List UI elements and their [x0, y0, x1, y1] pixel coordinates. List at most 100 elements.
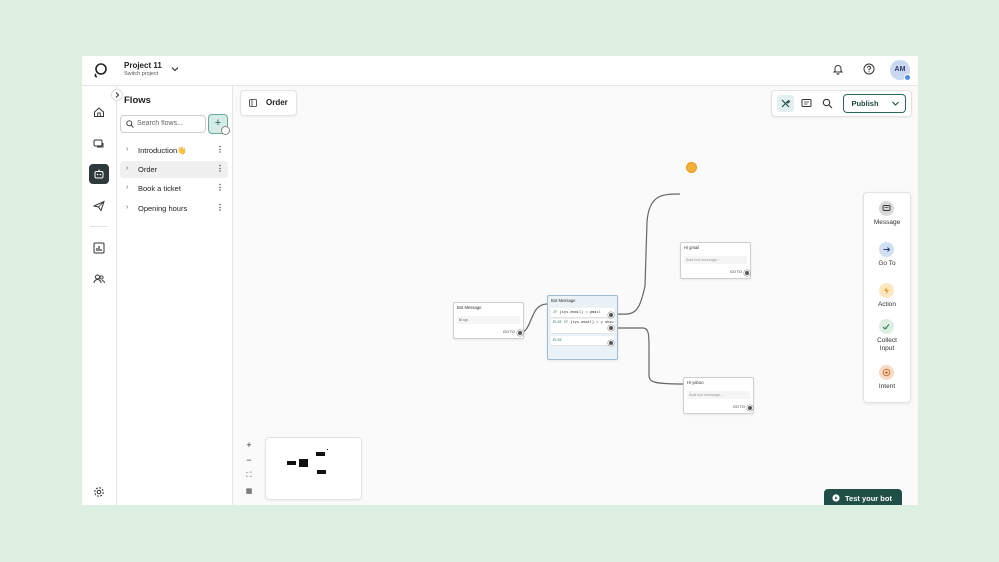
left-nav-rail	[82, 86, 117, 505]
search-flows-field[interactable]	[120, 115, 206, 133]
condition-elseif-row[interactable]: ELSE IF {sys.email} = y ahoo	[551, 319, 614, 334]
node-goto-label: GO TO	[502, 330, 515, 334]
minimap-node	[287, 461, 296, 465]
goto-arrow-icon	[879, 242, 894, 257]
minimap-node	[299, 459, 308, 467]
collapse-panel-chevron-icon[interactable]	[111, 89, 123, 101]
node-message-placeholder[interactable]: Add bot message...	[684, 256, 747, 264]
palette-item-label: Action	[877, 301, 897, 308]
nav-contacts[interactable]	[89, 269, 109, 289]
minimap-cursor	[327, 449, 328, 450]
nav-broadcasts[interactable]	[89, 196, 109, 216]
if-expression: {sys.email} = gmail	[559, 310, 601, 314]
nav-analytics[interactable]	[89, 238, 109, 258]
search-flows-input[interactable]	[137, 118, 199, 129]
chevron-right-icon[interactable]: ›	[126, 204, 129, 211]
flow-item-opening-hours[interactable]: › Opening hours ⋮	[120, 200, 228, 217]
app-logo-icon[interactable]	[92, 62, 108, 78]
output-port[interactable]	[517, 330, 523, 336]
else-keyword: ELSE	[553, 338, 562, 342]
help-icon[interactable]	[863, 63, 875, 75]
mouse-cursor-indicator	[221, 126, 230, 135]
node-message-placeholder[interactable]: Add bot message...	[687, 391, 750, 399]
zoom-controls: + − ⛶ ▦	[242, 438, 256, 500]
if-keyword: IF	[553, 310, 558, 314]
output-port[interactable]	[744, 270, 750, 276]
flow-item-label: Book a ticket	[138, 184, 181, 193]
condition-if-row[interactable]: IF {sys.email} = gmail	[551, 308, 614, 318]
canvas-minimap[interactable]	[265, 437, 362, 500]
bot-message-node-gmail[interactable]: Hi gmail Add bot message... GO TO	[680, 242, 751, 279]
gear-icon	[94, 487, 104, 497]
chevron-down-icon	[892, 101, 899, 106]
flow-item-book-a-ticket[interactable]: › Book a ticket ⋮	[120, 180, 228, 197]
zoom-out-button[interactable]: −	[246, 455, 252, 465]
fit-view-button[interactable]: ⛶	[246, 472, 252, 479]
current-flow-tab[interactable]: Order	[240, 90, 297, 116]
chat-lines-icon	[801, 99, 812, 107]
elseif-keyword: ELSE IF	[553, 320, 569, 324]
bot-message-node-yahoo[interactable]: Hi yahoo Add bot message... GO TO	[683, 377, 754, 414]
build-mode-button[interactable]	[777, 95, 794, 112]
home-icon	[94, 107, 104, 117]
top-bar: Project 11 Switch project AM	[82, 56, 918, 86]
mouse-cursor-indicator	[686, 162, 697, 173]
search-icon	[126, 120, 134, 128]
else-output-port[interactable]	[608, 340, 614, 346]
lightning-icon	[879, 283, 894, 298]
chevron-right-icon[interactable]: ›	[126, 184, 129, 191]
switch-project-label[interactable]: Switch project	[124, 71, 159, 77]
bar-chart-icon	[93, 242, 105, 254]
flows-title: Flows	[124, 95, 151, 106]
flow-canvas[interactable]: Order Publish Bot Message	[233, 86, 918, 505]
checkmarks-icon	[879, 319, 894, 334]
play-icon	[832, 494, 840, 502]
chevron-right-icon[interactable]: ›	[126, 165, 129, 172]
node-title: Hi yahoo	[687, 380, 704, 385]
elseif-expression: {sys.email} = y ahoo	[570, 320, 614, 324]
bot-message-node-start[interactable]: Bot Message hi up GO TO	[453, 302, 524, 339]
chevron-right-icon[interactable]: ›	[126, 146, 129, 153]
users-icon	[93, 274, 105, 284]
robot-icon	[94, 169, 104, 179]
node-message-text[interactable]: hi up	[457, 316, 520, 324]
condition-node[interactable]: Bot Message IF {sys.email} = gmail ELSE …	[547, 295, 618, 360]
more-options-icon[interactable]: ⋮	[216, 164, 224, 173]
node-title: Bot Message	[457, 305, 482, 310]
more-options-icon[interactable]: ⋮	[216, 203, 224, 212]
if-output-port[interactable]	[608, 312, 614, 318]
preview-mode-button[interactable]	[798, 95, 815, 112]
flow-item-label: Order	[138, 165, 158, 174]
nav-home[interactable]	[89, 102, 109, 122]
rail-divider	[90, 226, 108, 227]
auto-layout-button[interactable]: ▦	[245, 488, 253, 495]
minimap-node	[316, 452, 325, 456]
minimap-node	[317, 470, 326, 474]
chevron-down-icon[interactable]	[170, 64, 180, 74]
canvas-toolbar: Publish	[771, 90, 912, 117]
more-options-icon[interactable]: ⋮	[216, 183, 224, 192]
publish-options-button[interactable]	[886, 94, 906, 113]
online-status-dot	[904, 74, 911, 81]
nav-conversations[interactable]	[89, 134, 109, 154]
nav-settings[interactable]	[89, 482, 109, 502]
canvas-search-button[interactable]	[819, 95, 836, 112]
node-title: Hi gmail	[684, 245, 700, 250]
condition-else-row[interactable]: ELSE	[551, 336, 614, 346]
current-flow-name: Order	[266, 98, 288, 107]
bell-icon[interactable]	[832, 63, 844, 75]
zoom-in-button[interactable]: +	[246, 440, 252, 450]
publish-button[interactable]: Publish	[843, 94, 887, 113]
palette-item-label: Go To	[878, 260, 896, 267]
message-icon	[879, 201, 894, 216]
more-options-icon[interactable]: ⋮	[216, 145, 224, 154]
flow-item-introduction[interactable]: › Introduction👋 ⋮	[120, 142, 228, 159]
nav-bot-builder[interactable]	[89, 164, 109, 184]
project-name[interactable]: Project 11	[124, 61, 162, 70]
elseif-output-port[interactable]	[608, 325, 614, 331]
flow-item-order[interactable]: › Order ⋮	[120, 161, 228, 178]
output-port[interactable]	[747, 405, 753, 411]
test-your-bot-button[interactable]: Test your bot	[824, 489, 902, 505]
palette-item-label: Intent	[878, 383, 896, 390]
target-icon	[879, 365, 894, 380]
